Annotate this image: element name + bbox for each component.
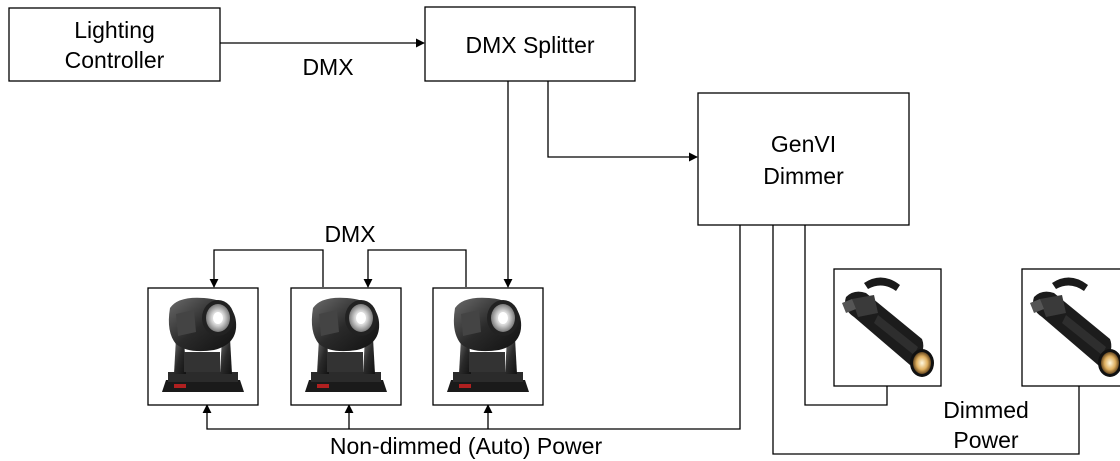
dmx-chain-head2-to-head1 <box>209 249 324 288</box>
lighting-controller-label-line2: Controller <box>65 47 165 73</box>
genvi-dimmer-box: GenVI Dimmer <box>697 92 910 226</box>
dmx-label-controller-link: DMX <box>302 54 353 80</box>
dmx-splitter-box: DMX Splitter <box>424 6 636 82</box>
genvi-dimmer-label-line2: Dimmer <box>763 163 844 189</box>
dmx-link-splitter-to-dimmer <box>547 81 698 162</box>
ellipsoidal-1-image <box>833 268 942 387</box>
dimmed-power-label-line2: Power <box>953 427 1019 453</box>
dimmed-power-line-ellipsoidal-1 <box>804 225 888 406</box>
lighting-controller-label-line1: Lighting <box>74 17 155 43</box>
non-dimmed-power-line <box>202 225 741 430</box>
dimmed-power-label-line1: Dimmed <box>943 397 1029 423</box>
moving-head-1-image <box>147 287 259 406</box>
genvi-dimmer-label-line1: GenVI <box>771 131 836 157</box>
dmx-splitter-label: DMX Splitter <box>465 32 594 58</box>
dimmed-power-line-ellipsoidal-2 <box>772 225 1080 455</box>
ellipsoidal-2-image <box>1021 268 1120 387</box>
dmx-chain-head3-to-head2 <box>363 249 467 288</box>
lighting-controller-box: Lighting Controller <box>8 7 221 82</box>
moving-head-3-image <box>432 287 544 406</box>
moving-head-2-image <box>290 287 402 406</box>
non-dimmed-power-label: Non-dimmed (Auto) Power <box>330 433 603 459</box>
dmx-label-chain: DMX <box>324 221 375 247</box>
